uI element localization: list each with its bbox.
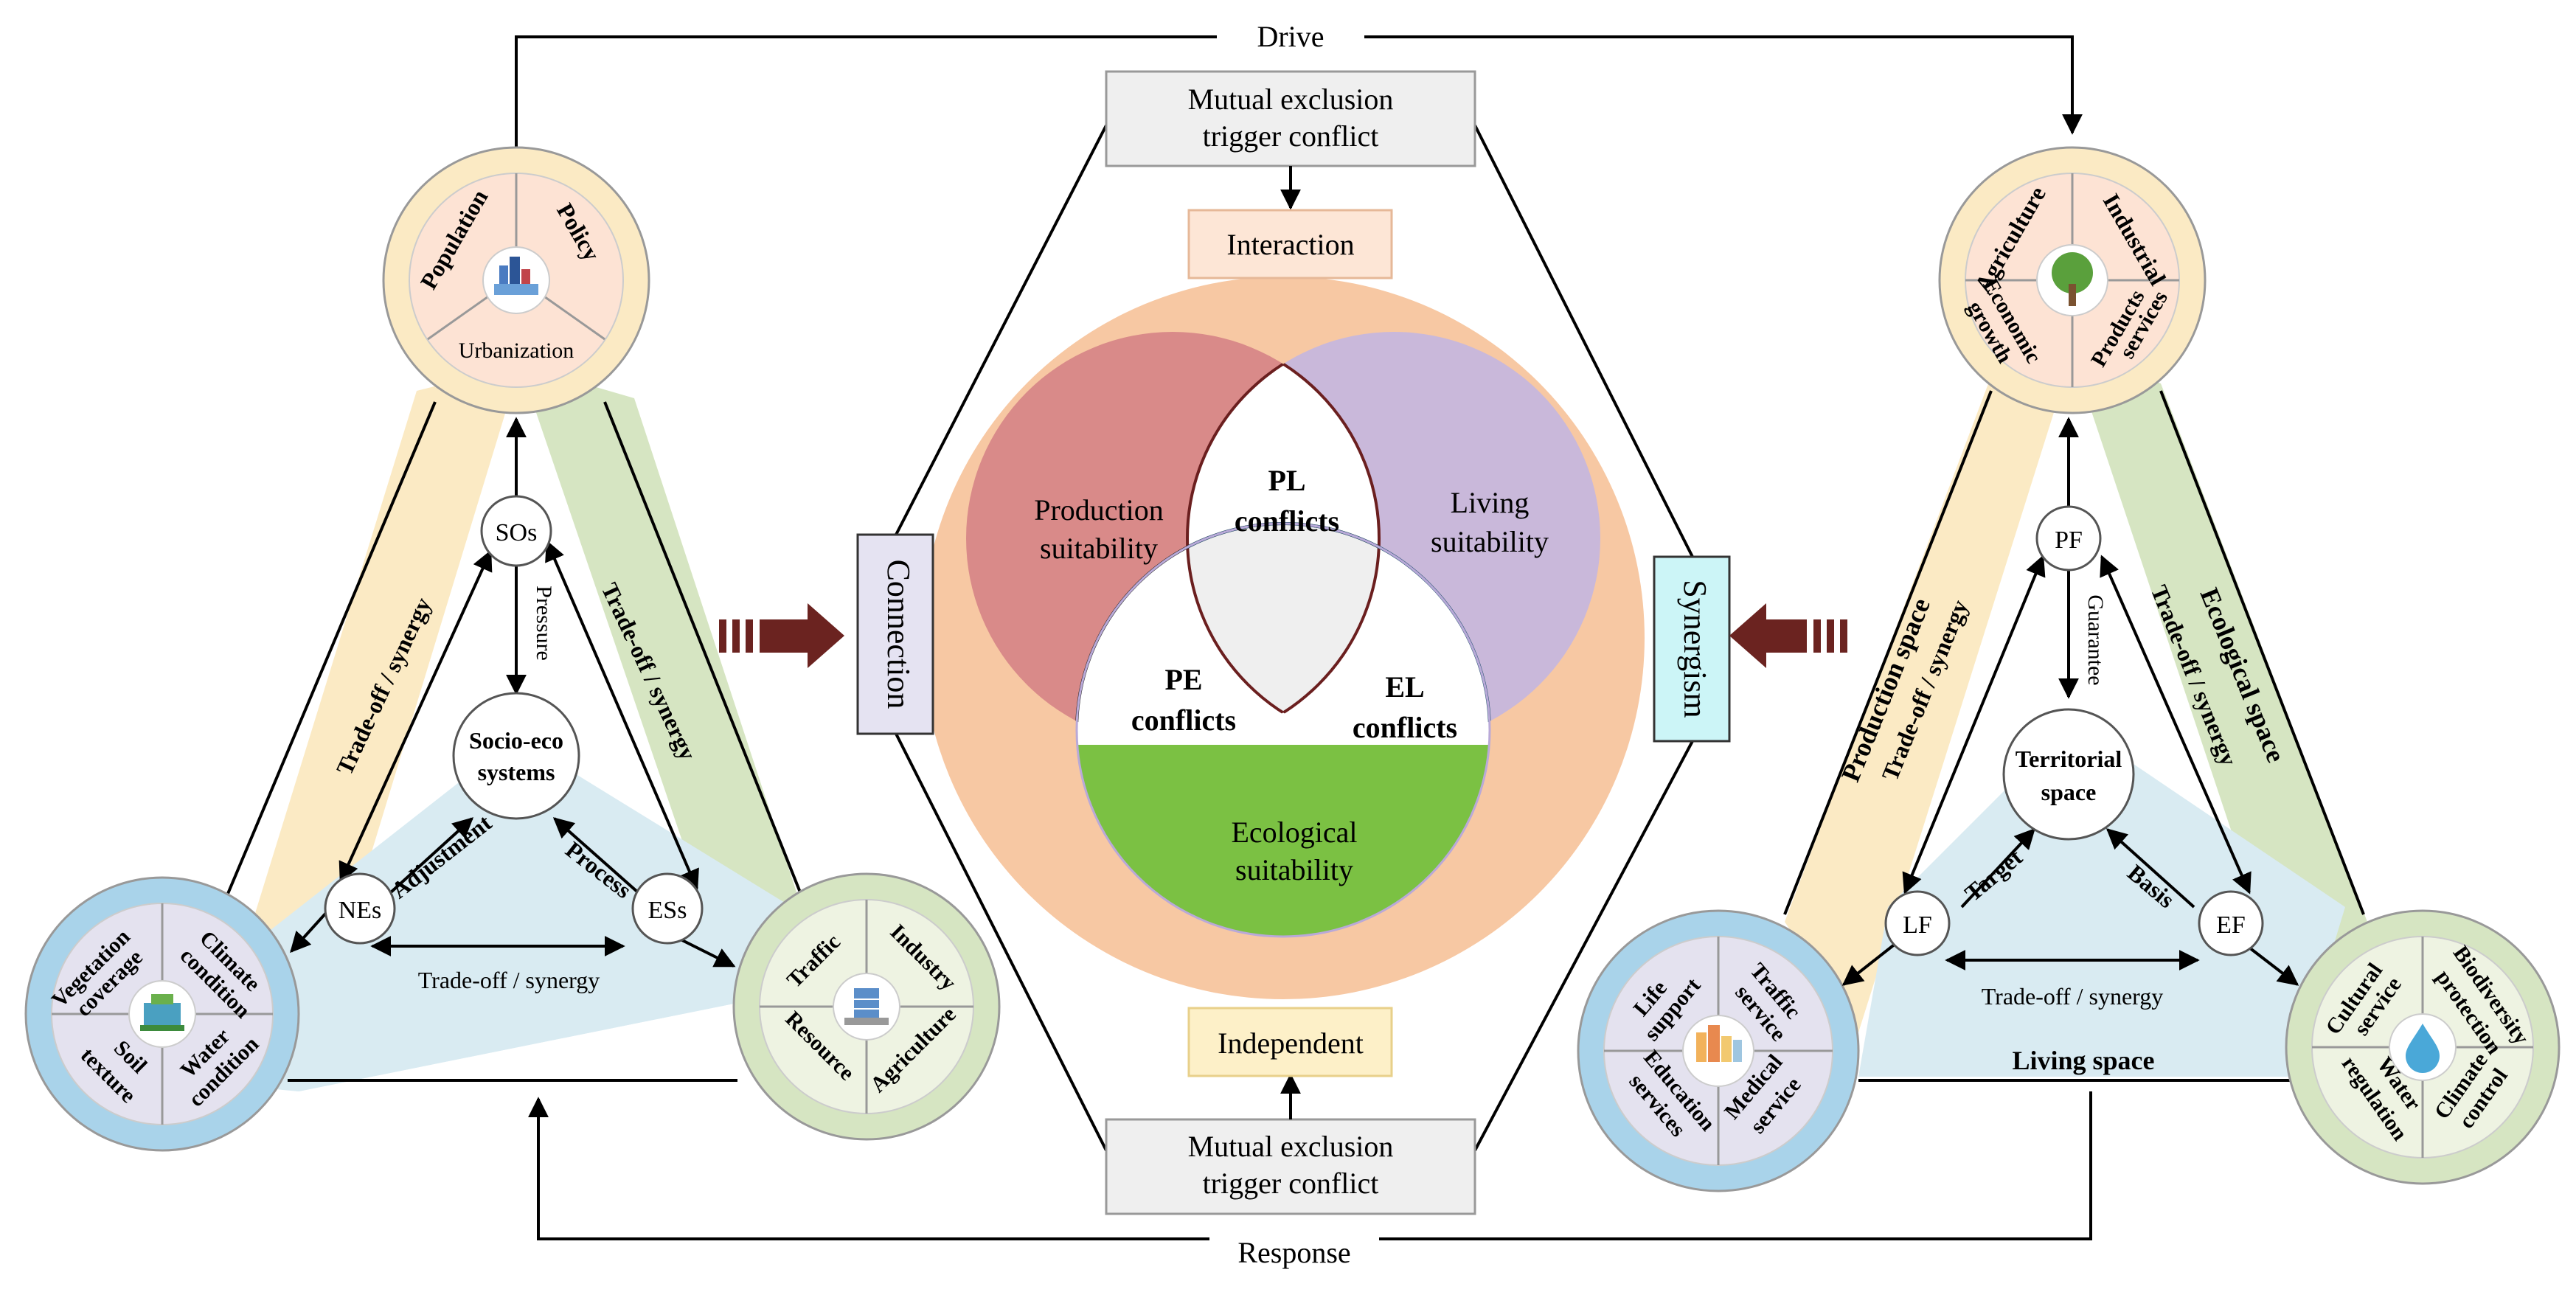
mutual-exclusion-bottom-box: Mutual exclusion trigger conflict [1105, 1118, 1476, 1215]
mutual-bottom-line2: trigger conflict [1203, 1167, 1379, 1200]
living-space-label: Living space [2012, 1046, 2154, 1075]
eco-building-icon [140, 994, 184, 1031]
left-triangle-edges [216, 401, 809, 1082]
synergism-label: Synergism [1677, 580, 1713, 718]
left-big-arrow [719, 603, 844, 668]
node-sos-label: SOs [496, 519, 538, 546]
urbanization-label: Urbanization [459, 338, 574, 363]
interaction-box: Interaction [1187, 209, 1393, 279]
node-ef: EF [2198, 890, 2264, 956]
pe-conflicts-line2: conflicts [1131, 704, 1236, 737]
mutual-top-line1: Mutual exclusion [1188, 83, 1394, 116]
right-tradeoff-bottom: Trade-off / synergy [1982, 983, 2164, 1010]
living-suitability-line2: suitability [1431, 525, 1549, 558]
nature-circle: Vegetation coverage Climate condition So… [24, 876, 300, 1152]
independent-label: Independent [1218, 1027, 1364, 1060]
mutual-bottom-line1: Mutual exclusion [1188, 1130, 1394, 1163]
production-suitability-line1: Production [1034, 493, 1164, 527]
right-big-arrow [1729, 603, 1847, 668]
water-drop-icon [2406, 1024, 2440, 1073]
socio-eco-line1: Socio-eco [469, 727, 563, 754]
pl-conflicts-line1: PL [1268, 464, 1305, 497]
living-circle: Life support Traffic service Education s… [1577, 909, 1860, 1192]
territorial-line2: space [2041, 779, 2097, 805]
node-ess-label: ESs [648, 897, 687, 924]
territorial-space-hub: Territorial space [2002, 708, 2135, 841]
el-conflicts-line2: conflicts [1353, 711, 1457, 744]
production-circle: Agriculture Industrial Economic growth P… [1938, 146, 2207, 414]
interaction-label: Interaction [1226, 228, 1354, 261]
right-triangle-edges [1783, 390, 2365, 1082]
ecological-suitability-line1: Ecological [1231, 816, 1357, 849]
independent-box: Independent [1187, 1007, 1393, 1077]
ecological-circle: Cultural service Biodiversity protection… [2285, 909, 2561, 1185]
synergism-box: Synergism [1653, 555, 1731, 743]
node-nes-label: NEs [339, 897, 382, 924]
ecological-suitability-circle [1077, 745, 1490, 937]
node-ef-label: EF [2216, 911, 2246, 939]
node-lf: LF [1884, 890, 1951, 956]
mutual-top-line2: trigger conflict [1203, 119, 1379, 153]
node-ess: ESs [631, 872, 704, 945]
node-pf: PF [2035, 505, 2102, 572]
ecological-suitability-line2: suitability [1235, 853, 1353, 886]
socio-eco-hub: Socio-eco systems [452, 692, 580, 820]
connection-box: Connection [856, 533, 934, 735]
center-hexagon [895, 125, 1694, 1151]
el-conflicts-line1: EL [1385, 670, 1424, 704]
left-tradeoff-bottom: Trade-off / synergy [418, 967, 600, 993]
city-skyline-icon [1696, 1025, 1742, 1062]
response-label: Response [1237, 1236, 1350, 1269]
urbanization-circle: Population Policy Urbanization [382, 146, 650, 414]
production-suitability-line2: suitability [1040, 532, 1158, 565]
connection-label: Connection [881, 560, 917, 709]
city-icon [494, 257, 538, 295]
node-nes: NEs [324, 872, 396, 945]
drive-label: Drive [1257, 20, 1324, 53]
left-inner-arrows [290, 417, 736, 968]
mutual-exclusion-top-box: Mutual exclusion trigger conflict [1105, 70, 1476, 167]
drive-response-loop [515, 35, 2092, 1240]
living-suitability-line1: Living [1451, 486, 1530, 519]
socio-eco-line2: systems [478, 759, 555, 785]
office-building-icon [844, 988, 889, 1025]
node-lf-label: LF [1903, 911, 1932, 939]
right-inner-arrows [1841, 417, 2299, 986]
tree-icon [2052, 252, 2093, 306]
guarantee-label: Guarantee [2083, 594, 2108, 685]
pe-conflicts-line1: PE [1164, 663, 1202, 696]
territorial-line1: Territorial [2016, 746, 2122, 772]
node-sos: SOs [480, 495, 552, 567]
economy-circle: Traffic Industry Resource Agriculture [732, 872, 1001, 1141]
pressure-label: Pressure [532, 586, 556, 661]
node-pf-label: PF [2055, 527, 2083, 554]
pl-conflicts-line2: conflicts [1235, 504, 1339, 538]
